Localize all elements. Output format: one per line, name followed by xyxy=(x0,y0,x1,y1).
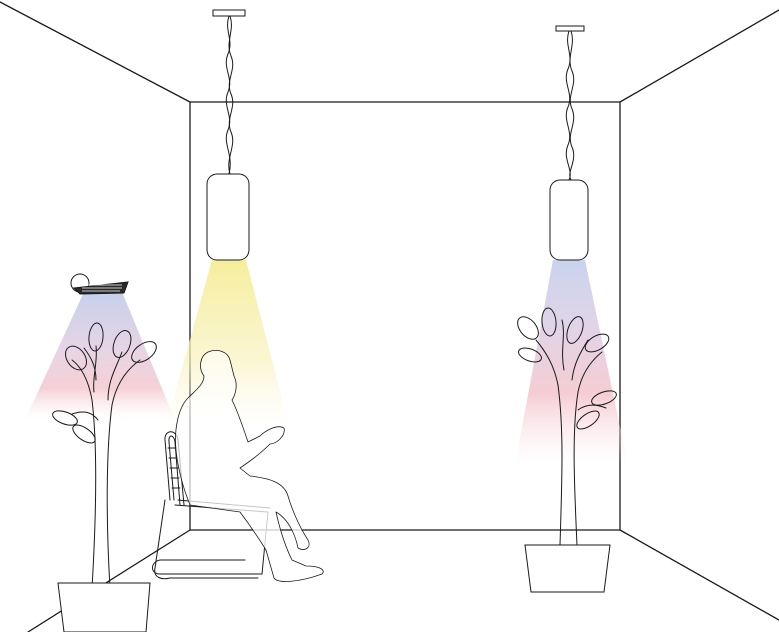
pendant-lamp-icon xyxy=(550,26,588,260)
pendant-lamp-icon xyxy=(207,10,249,260)
ceiling-edge-left xyxy=(0,2,190,102)
spot-lamp-icon xyxy=(71,274,128,294)
floor-edge-right xyxy=(620,530,779,620)
cool-light-beam-right xyxy=(515,260,628,465)
cool-light-beam-left xyxy=(25,292,175,420)
ceiling-edge-right xyxy=(620,10,779,102)
